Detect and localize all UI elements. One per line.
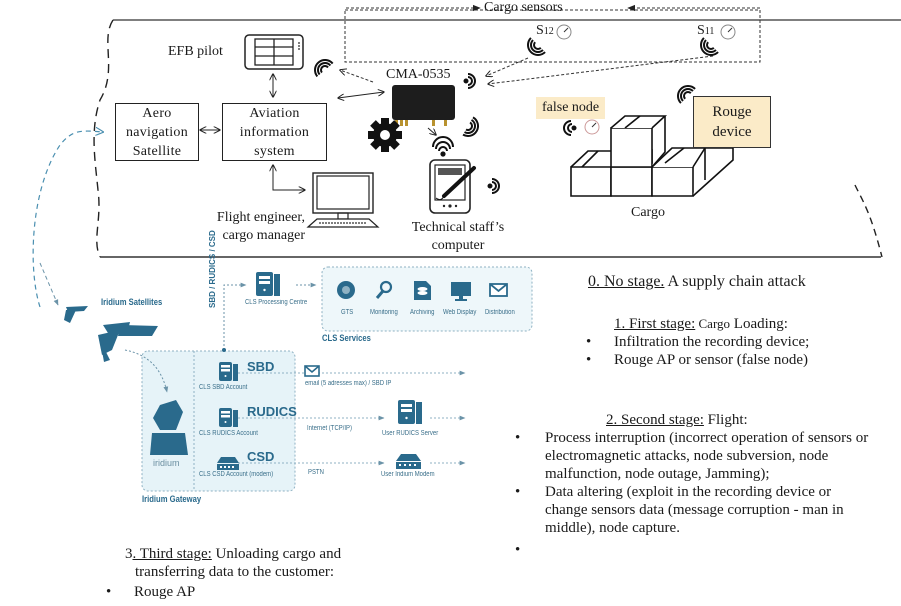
- cargo-sensors-label: Cargo sensors: [484, 0, 563, 15]
- stage2-bullet: [515, 541, 875, 559]
- iridium-antenna-icon: [150, 400, 188, 455]
- cma-device-icon: [392, 85, 455, 126]
- aero-navigation-satellite-box: Aero navigation Satellite: [115, 103, 199, 161]
- stage0-heading: 0. No stage. A supply chain attack: [588, 273, 806, 290]
- aviation-information-system-box: Aviation information system: [222, 103, 327, 161]
- iridium-satellites-label: Iridium Satellites: [101, 297, 163, 307]
- iridium-satellite-icon: [64, 306, 158, 362]
- stage2-heading: 2. Second stage: Flight:: [606, 412, 748, 428]
- stage1-bullets: Infiltration the recording device; Rouge…: [586, 333, 809, 369]
- service-label: Archiving: [410, 309, 435, 316]
- stage2-bullet: Process interruption (incorrect operatio…: [515, 429, 875, 483]
- technical-staff-tablet-icon: [429, 159, 476, 214]
- aircraft-frame: [93, 19, 901, 258]
- sensor-s11-label: S11: [697, 23, 715, 38]
- stage1-bullet: Infiltration the recording device;: [586, 333, 809, 351]
- iridium-logo: iridium: [153, 458, 180, 468]
- service-label: Web Display: [443, 309, 477, 316]
- service-label: GTS: [341, 309, 354, 316]
- gauge-icon: [556, 24, 736, 135]
- rouge-device-box: Rouge device: [693, 96, 771, 148]
- service-label: Distribution: [485, 309, 515, 316]
- modem-icon: [217, 454, 421, 470]
- channel-destination: User Iridium Modem: [381, 471, 435, 478]
- stage2-bullets: Process interruption (incorrect operatio…: [515, 429, 875, 559]
- channel-account: CLS SBD Account: [199, 384, 248, 391]
- laptop-icon: [306, 172, 380, 228]
- envelope-icon: [489, 283, 508, 297]
- archive-icon: [414, 281, 431, 300]
- stage1-heading: 1. First stage: Cargo Loading:: [614, 316, 788, 332]
- iridium-gateway-frame: [141, 350, 296, 492]
- vertical-link-label: SBD / RUDICS / CSD: [208, 230, 217, 308]
- stage2-bullet: Data altering (exploit in the recording …: [515, 483, 875, 537]
- channel-account: CLS RUDICS Account: [199, 430, 258, 437]
- iridium-gateway-label: Iridium Gateway: [142, 494, 202, 504]
- technical-staff-label: Technical staff’s computer: [411, 220, 505, 253]
- false-node-label: false node: [536, 97, 606, 119]
- stage3-heading: 3. Third stage: Unloading cargo and: [125, 546, 342, 562]
- cls-processing-centre-label: CLS Processing Centre: [245, 299, 308, 306]
- sensor-s12-label: S12: [536, 23, 554, 38]
- monitor-icon: [451, 282, 471, 301]
- cargo-sensors-frame: [344, 9, 761, 63]
- channel-link-label: Internet (TCP/IP): [307, 425, 352, 432]
- gear-icon: [368, 118, 402, 152]
- cargo-boxes-icon: [570, 115, 734, 197]
- cargo-label: Cargo: [631, 205, 665, 220]
- satellite-link: [32, 131, 103, 308]
- stage3-bullet: Rouge AP: [106, 583, 195, 601]
- service-label: Monitoring: [370, 309, 398, 316]
- channel-name: CSD: [247, 449, 275, 464]
- channel-link-label: PSTN: [308, 469, 324, 476]
- efb-tablet-icon: [244, 34, 304, 70]
- flight-engineer-label: Flight engineer, cargo manager: [216, 210, 305, 243]
- channel-name: RUDICS: [247, 404, 297, 419]
- stage3-bullets: Rouge AP: [106, 583, 195, 601]
- channel-account: CLS CSD Account (modem): [199, 471, 274, 478]
- efb-pilot-label: EFB pilot: [168, 44, 223, 59]
- magnifier-icon: [375, 280, 393, 299]
- channel-name: SBD: [247, 359, 275, 374]
- globe-icon: [337, 281, 355, 299]
- wifi-icon: [314, 37, 719, 194]
- server-icon: [219, 272, 422, 427]
- channel-destination: User RUDICS Server: [382, 430, 439, 437]
- stage3-heading-line2: transferring data to the customer:: [135, 564, 335, 580]
- stage1-bullet: Rouge AP or sensor (false node): [586, 351, 809, 369]
- cls-services-label: CLS Services: [322, 333, 371, 343]
- channel-link-label: email (5 adresses max) / SBD IP: [305, 380, 392, 387]
- cma-label: CMA-0535: [386, 67, 451, 82]
- envelope-icon: [304, 365, 320, 377]
